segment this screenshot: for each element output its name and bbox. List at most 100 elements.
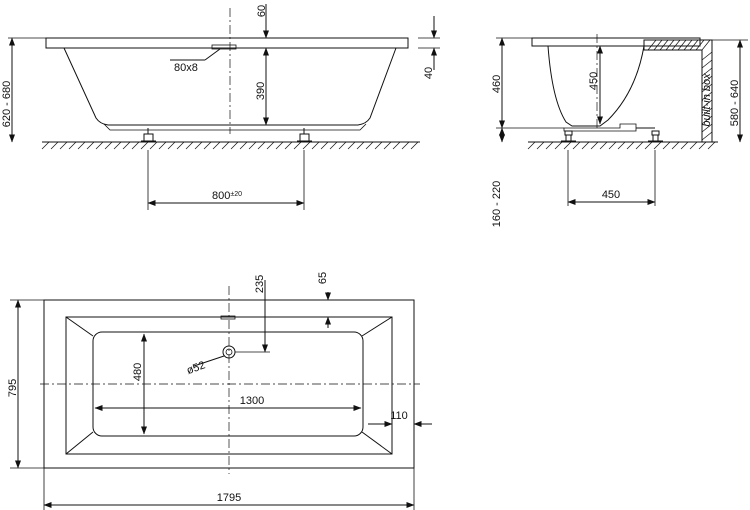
outlet-leader xyxy=(204,48,221,61)
hatch-stroke xyxy=(599,141,608,150)
side-dim-height: 460 xyxy=(491,75,503,93)
hatch-stroke xyxy=(248,141,257,150)
front-tub-base xyxy=(103,123,367,131)
hatch-stroke xyxy=(698,141,707,150)
hatch-stroke xyxy=(149,141,158,150)
hatch-stroke xyxy=(401,141,410,150)
side-dim-legs: 160 - 220 xyxy=(491,181,503,227)
hatch-stroke xyxy=(86,141,95,150)
plan-dim-length: 1795 xyxy=(217,492,241,504)
plan-dim-outlet: 235 xyxy=(254,275,266,293)
box-hatch-stroke xyxy=(701,99,713,109)
box-hatch-stroke xyxy=(689,39,699,51)
hatch-stroke xyxy=(167,141,176,150)
box-hatch-stroke xyxy=(701,75,713,85)
hatch-stroke xyxy=(104,141,113,150)
hatch-stroke xyxy=(131,141,140,150)
hatch-stroke xyxy=(230,141,239,150)
hatch-stroke xyxy=(410,141,419,150)
side-rim xyxy=(531,37,701,47)
front-dim-feet: 800±20 xyxy=(212,190,242,202)
box-hatch-stroke xyxy=(677,39,687,51)
side-view: 450 460 160 - 220 580 - 640 built-in box… xyxy=(491,34,748,227)
box-hatch-stroke xyxy=(701,123,713,133)
plan-dim-inner-length: 1300 xyxy=(240,395,264,407)
plan-dim-inner-width: 480 xyxy=(132,363,144,381)
hatch-stroke xyxy=(221,141,230,150)
hatch-stroke xyxy=(329,141,338,150)
box-hatch-stroke xyxy=(647,39,657,51)
box-hatch-stroke xyxy=(701,91,713,101)
hatch-stroke xyxy=(572,141,581,150)
hatch-stroke xyxy=(563,141,572,150)
side-tub-body xyxy=(547,45,645,127)
plan-view: 235 65 ø52 480 1300 110 795 1795 xyxy=(7,272,432,510)
plan-dim-rim: 65 xyxy=(317,272,329,284)
box-hatch-stroke xyxy=(683,39,693,51)
hatch-stroke xyxy=(203,141,212,150)
front-dim-depth: 390 xyxy=(255,82,267,100)
hatch-stroke xyxy=(41,141,50,150)
side-dim-box: 580 - 640 xyxy=(729,80,741,126)
hatch-stroke xyxy=(653,141,662,150)
side-floor-hatch xyxy=(527,141,716,150)
box-hatch-stroke xyxy=(701,67,713,77)
front-leg-left xyxy=(141,128,156,142)
hatch-stroke xyxy=(320,141,329,150)
hatch-stroke xyxy=(302,141,311,150)
box-hatch-stroke xyxy=(701,115,713,125)
hatch-stroke xyxy=(59,141,68,150)
box-hatch-stroke xyxy=(701,39,711,51)
hatch-stroke xyxy=(392,141,401,150)
front-floor-hatch xyxy=(41,141,419,150)
hatch-stroke xyxy=(626,141,635,150)
drain-leader xyxy=(193,355,225,367)
hatch-stroke xyxy=(707,141,716,150)
side-frame xyxy=(563,123,637,132)
hatch-stroke xyxy=(644,141,653,150)
hatch-stroke xyxy=(545,141,554,150)
hatch-stroke xyxy=(347,141,356,150)
side-built-in-label: built-in box xyxy=(701,73,713,127)
hatch-stroke xyxy=(311,141,320,150)
hatch-stroke xyxy=(212,141,221,150)
plan-overflow-outlet xyxy=(220,315,236,320)
box-hatch-stroke xyxy=(701,51,713,61)
box-hatch-stroke xyxy=(701,131,713,141)
hatch-stroke xyxy=(338,141,347,150)
hatch-stroke xyxy=(536,141,545,150)
hatch-stroke xyxy=(608,141,617,150)
side-leg-left xyxy=(561,130,576,142)
box-hatch-stroke xyxy=(665,39,675,51)
front-dim-total: 620 - 680 xyxy=(1,81,13,127)
box-hatch-stroke xyxy=(695,39,705,51)
hatch-stroke xyxy=(356,141,365,150)
box-hatch-stroke xyxy=(701,107,713,117)
hatch-stroke xyxy=(113,141,122,150)
plan-drain-label: ø52 xyxy=(185,359,207,377)
hatch-stroke xyxy=(635,141,644,150)
hatch-stroke xyxy=(95,141,104,150)
hatch-stroke xyxy=(662,141,671,150)
front-leg-right xyxy=(297,128,312,142)
front-dim-top: 60 xyxy=(256,5,268,17)
hatch-stroke xyxy=(680,141,689,150)
hatch-stroke xyxy=(383,141,392,150)
hatch-stroke xyxy=(185,141,194,150)
hatch-stroke xyxy=(239,141,248,150)
hatch-stroke xyxy=(671,141,680,150)
box-hatch-stroke xyxy=(653,39,663,51)
hatch-stroke xyxy=(50,141,59,150)
hatch-stroke xyxy=(554,141,563,150)
hatch-stroke xyxy=(194,141,203,150)
hatch-stroke xyxy=(275,141,284,150)
side-dim-feet: 450 xyxy=(602,189,620,201)
side-leg-right xyxy=(636,127,663,142)
hatch-stroke xyxy=(176,141,185,150)
front-rim xyxy=(45,37,409,49)
hatch-stroke xyxy=(590,141,599,150)
front-outlet-label: 80x8 xyxy=(174,62,198,74)
hatch-stroke xyxy=(266,141,275,150)
box-hatch-stroke xyxy=(701,59,713,69)
